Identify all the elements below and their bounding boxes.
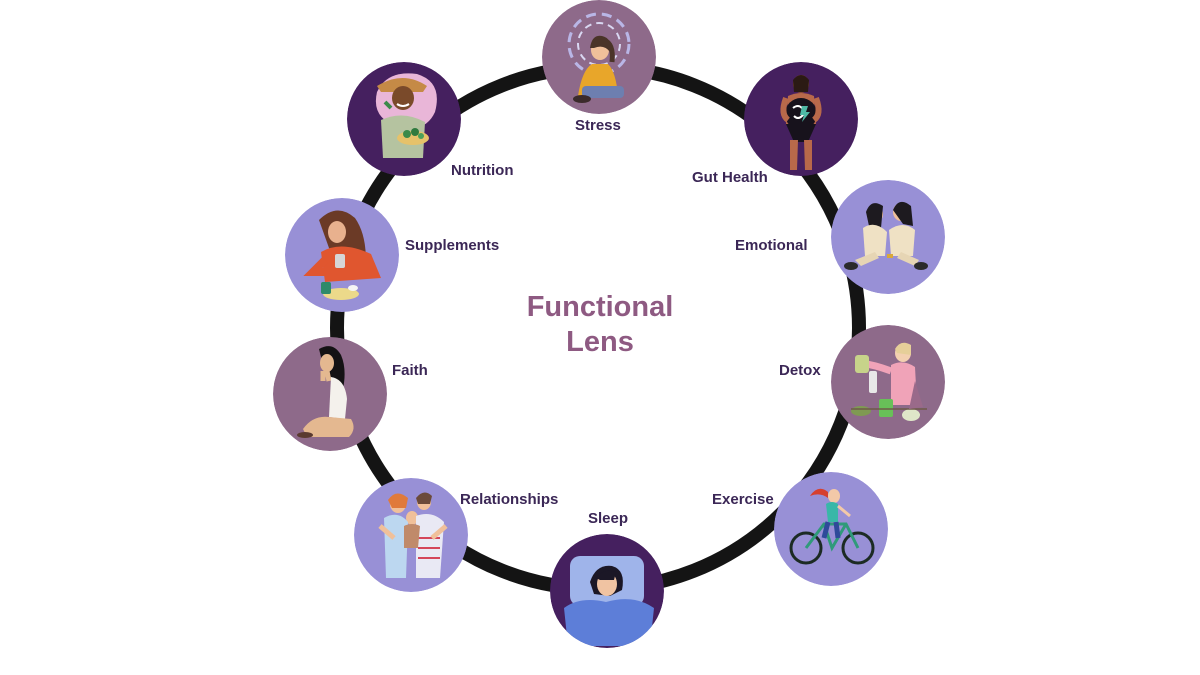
node-faith [273, 337, 387, 451]
label-emotional: Emotional [735, 237, 808, 254]
supplements-icon [285, 198, 399, 312]
node-supplements [285, 198, 399, 312]
label-faith: Faith [392, 362, 428, 379]
center-title: Functional Lens [480, 290, 720, 360]
node-relationships [354, 478, 468, 592]
label-stress: Stress [575, 117, 621, 134]
label-detox: Detox [779, 362, 821, 379]
gut-health-icon [744, 62, 858, 176]
node-detox [831, 325, 945, 439]
node-gut-health [744, 62, 858, 176]
sleep-icon [550, 534, 664, 648]
emotional-icon [831, 180, 945, 294]
nutrition-icon [347, 62, 461, 176]
label-sleep: Sleep [588, 510, 629, 527]
node-sleep [550, 534, 664, 648]
label-supplements: Supplements [405, 237, 500, 254]
relationships-icon [354, 478, 468, 592]
center-title-line2: Lens [566, 326, 634, 358]
stress-icon [542, 0, 656, 114]
node-nutrition [347, 62, 461, 176]
label-exercise: Exercise [712, 491, 774, 508]
label-nutrition: Nutrition [451, 162, 514, 179]
exercise-icon [774, 472, 888, 586]
node-emotional [831, 180, 945, 294]
label-relationships: Relationships [460, 491, 559, 508]
label-gut-health: Gut Health [692, 169, 768, 186]
node-stress [542, 0, 656, 114]
center-title-line1: Functional [526, 291, 674, 323]
node-exercise [774, 472, 888, 586]
detox-icon [831, 325, 945, 439]
faith-icon [273, 337, 387, 451]
